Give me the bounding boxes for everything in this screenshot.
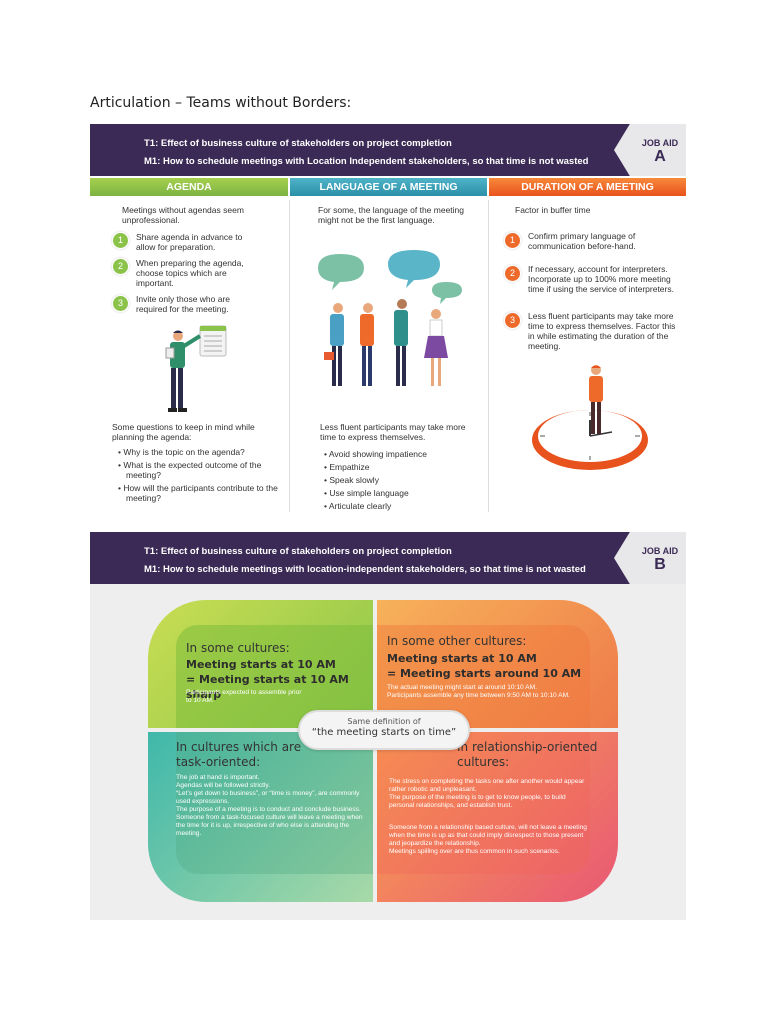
- step-number: 1: [504, 232, 521, 249]
- quadrant-bottom-right: In relationship-oriented cultures: The s…: [377, 732, 618, 902]
- quadrant-title-line-1: In relationship-oriented: [457, 740, 598, 754]
- duration-step-3: Less fluent participants may take more t…: [528, 311, 676, 351]
- people-talking-illustration: [318, 250, 462, 386]
- language-tips-intro: Less fluent participants may take more t…: [320, 422, 466, 442]
- aid-a-banner: T1: Effect of business culture of stakeh…: [90, 124, 686, 176]
- quadrant-rule-line-2: = Meeting starts at 10 AM sharp: [186, 673, 349, 701]
- quadrant-title-line-2: task-oriented:: [176, 755, 261, 769]
- language-tips-list: • Avoid showing impatience • Empathize •…: [324, 449, 474, 514]
- duration-step-2: If necessary, account for interpreters. …: [528, 264, 674, 294]
- pill-caption: Same definition of: [347, 717, 421, 726]
- pill-phrase: “the meeting starts on time”: [311, 727, 457, 738]
- badge-letter: B: [654, 556, 666, 573]
- language-header: LANGUAGE OF A MEETING: [290, 178, 487, 196]
- quadrant-note: Participants assemble any time between 9…: [387, 692, 570, 699]
- list-item: • Empathize: [324, 462, 370, 472]
- step-number: 3: [112, 295, 129, 312]
- agenda-header: AGENDA: [90, 178, 288, 196]
- shared-definition-pill: Same definition of “the meeting starts o…: [298, 710, 470, 750]
- list-item: • Why is the topic on the agenda?: [118, 447, 245, 457]
- culture-quadrant-diagram: In some cultures: Meeting starts at 10 A…: [148, 600, 618, 902]
- list-item: • Speak slowly: [324, 475, 379, 485]
- quadrant-note: Participants expected to assemble prior …: [186, 689, 302, 704]
- list-item: • What is the expected outcome of the me…: [118, 460, 262, 480]
- language-intro: For some, the language of the meeting mi…: [318, 205, 465, 225]
- aid-b-badge: JOB AID B: [614, 532, 686, 584]
- column-divider: [289, 200, 290, 512]
- badge-label: JOB AID: [641, 138, 679, 148]
- duration-step-1: Confirm primary language of communicatio…: [528, 231, 636, 251]
- quadrant-title-line-2: cultures:: [457, 755, 510, 769]
- agenda-questions-intro: Some questions to keep in mind while pla…: [112, 422, 255, 442]
- duration-intro: Factor in buffer time: [515, 205, 591, 215]
- list-item: • How will the participants contribute t…: [118, 483, 278, 503]
- list-item: • Articulate clearly: [324, 501, 392, 511]
- quadrant-top-left: In some cultures: Meeting starts at 10 A…: [148, 600, 373, 728]
- aid-a-module: M1: How to schedule meetings with Locati…: [144, 156, 589, 167]
- list-item: • Avoid showing impatience: [324, 449, 427, 459]
- agenda-step-3: Invite only those who are required for t…: [136, 294, 231, 314]
- quadrant-rule-line-1: Meeting starts at 10 AM: [387, 652, 537, 665]
- badge-letter: A: [654, 148, 666, 165]
- quadrant-description: The job at hand is important. Agendas wi…: [176, 774, 363, 837]
- quadrant-rule-line-1: Meeting starts at 10 AM: [186, 658, 336, 671]
- agenda-step-1: Share agenda in advance to allow for pre…: [136, 232, 243, 252]
- badge-label: JOB AID: [641, 546, 679, 556]
- job-aid-b: T1: Effect of business culture of stakeh…: [90, 532, 686, 920]
- quadrant-title: In some other cultures:: [387, 634, 527, 648]
- agenda-questions-list: • Why is the topic on the agenda? • What…: [118, 447, 278, 506]
- job-aid-a: T1: Effect of business culture of stakeh…: [90, 124, 686, 512]
- clock-illustration: [532, 365, 648, 470]
- agenda-step-2: When preparing the agenda, choose topics…: [136, 258, 244, 288]
- aid-b-module: M1: How to schedule meetings with locati…: [144, 564, 586, 575]
- quadrant-description: The stress on completing the tasks one a…: [389, 778, 585, 809]
- list-item: • Use simple language: [324, 488, 409, 498]
- column-divider: [488, 200, 489, 512]
- quadrant-top-right: In some other cultures: Meeting starts a…: [377, 600, 618, 728]
- agenda-intro: Meetings without agendas seem unprofessi…: [122, 205, 244, 225]
- quadrant-note: The actual meeting might start at around…: [387, 684, 537, 691]
- aid-b-topic: T1: Effect of business culture of stakeh…: [144, 546, 452, 557]
- quadrant-title-line-1: In cultures which are: [176, 740, 302, 754]
- page-heading: Articulation – Teams without Borders:: [90, 95, 352, 111]
- step-number: 2: [504, 265, 521, 282]
- quadrant-description: Someone from a relationship based cultur…: [389, 824, 587, 855]
- aid-a-badge: JOB AID A: [614, 124, 686, 176]
- aid-b-banner: T1: Effect of business culture of stakeh…: [90, 532, 686, 584]
- person-with-checklist-illustration: [165, 325, 227, 412]
- step-number: 1: [112, 232, 129, 249]
- step-number: 2: [112, 258, 129, 275]
- quadrant-bottom-left: In cultures which are task-oriented: The…: [148, 732, 373, 902]
- aid-a-topic: T1: Effect of business culture of stakeh…: [144, 138, 452, 149]
- duration-header: DURATION OF A MEETING: [489, 178, 686, 196]
- quadrant-rule-line-2: = Meeting starts around 10 AM: [387, 667, 582, 680]
- step-number: 3: [504, 312, 521, 329]
- quadrant-title: In some cultures:: [186, 641, 290, 655]
